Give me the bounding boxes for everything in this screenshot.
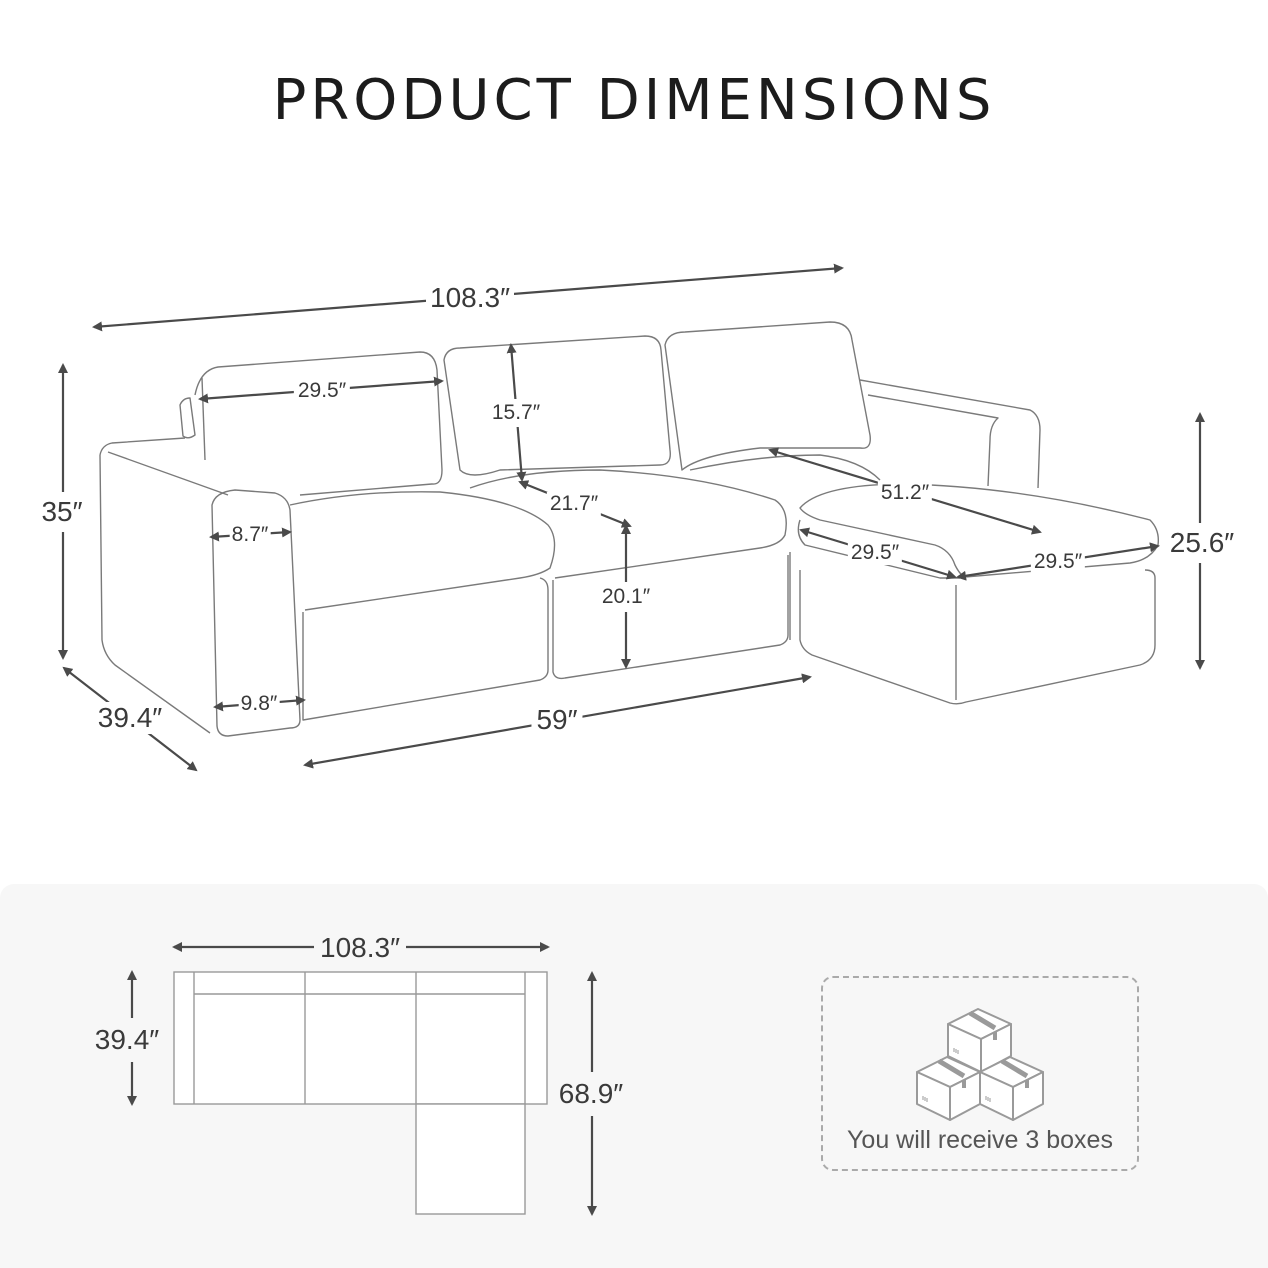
overall-width-label: 108.3″ — [426, 282, 514, 314]
top-view-depth-label: 39.4″ — [94, 1018, 160, 1062]
seat-height-label: 20.1″ — [601, 582, 651, 612]
chaise-height-label: 25.6″ — [1169, 523, 1235, 563]
depth-label: 39.4″ — [93, 702, 167, 734]
main-sofa-width-label: 59″ — [531, 704, 583, 736]
chaise-width-label: 29.5″ — [1030, 550, 1086, 574]
back-cushion-height-label: 15.7″ — [489, 399, 543, 427]
chaise-length-label: 51.2″ — [877, 481, 933, 505]
package-count-text: You will receive 3 boxes — [847, 1126, 1113, 1154]
three-boxes-icon — [916, 1008, 1044, 1121]
package-info-card: You will receive 3 boxes — [821, 976, 1139, 1171]
chaise-depth-label: 29.5″ — [847, 541, 903, 565]
top-view-width-label: 108.3″ — [314, 932, 406, 964]
seat-depth-label: 21.7″ — [546, 492, 602, 516]
page-title: PRODUCT DIMENSIONS — [272, 68, 996, 133]
arm-top-width-label: 8.7″ — [229, 523, 271, 547]
arm-bottom-width-label: 9.8″ — [238, 692, 280, 716]
overall-height-label: 35″ — [41, 492, 83, 532]
back-cushion-width-label: 29.5″ — [293, 379, 351, 403]
top-view-total-depth-label: 68.9″ — [558, 1072, 624, 1116]
